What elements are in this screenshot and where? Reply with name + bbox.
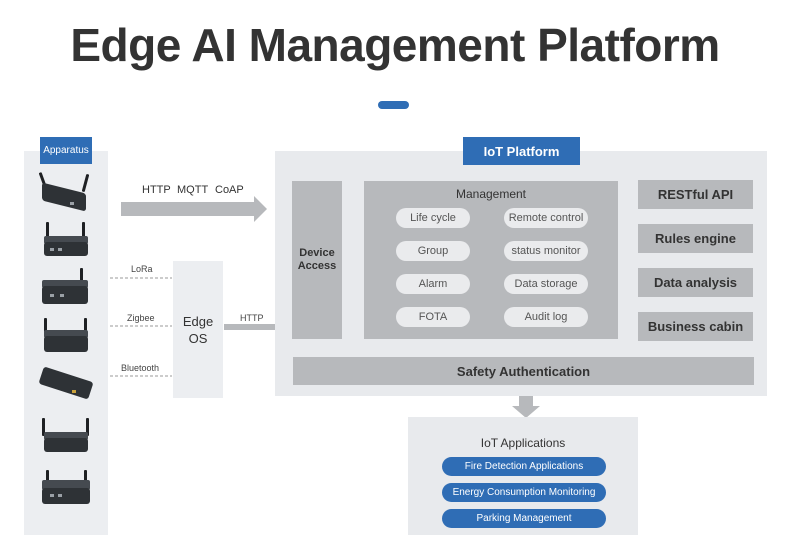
protocol-arrow xyxy=(121,196,267,222)
iot-platform-label: IoT Platform xyxy=(463,137,580,165)
zigbee-label: Zigbee xyxy=(127,313,155,323)
gateway-device-5 xyxy=(36,366,98,406)
service-business-cabin: Business cabin xyxy=(638,312,753,341)
page-title: Edge AI Management Platform xyxy=(70,19,720,71)
mgmt-item-data-storage: Data storage xyxy=(504,274,588,294)
mgmt-item-fota: FOTA xyxy=(396,307,470,327)
protocol-coap: CoAP xyxy=(215,184,244,196)
mgmt-item-remote-control: Remote control xyxy=(504,208,588,228)
down-arrow xyxy=(512,394,540,418)
app-fire-detection: Fire Detection Applications xyxy=(442,457,606,476)
iot-applications-title: IoT Applications xyxy=(480,436,566,450)
service-rules-engine: Rules engine xyxy=(638,224,753,253)
gateway-device-3 xyxy=(40,268,92,310)
title-underline xyxy=(378,101,409,109)
edge-os-line1: Edge xyxy=(182,313,214,329)
http-arrow xyxy=(224,320,285,334)
edge-os-box: Edge OS xyxy=(173,261,223,398)
gateway-device-1 xyxy=(38,172,92,216)
apparatus-label: Apparatus xyxy=(40,137,92,164)
gateway-device-2 xyxy=(40,222,92,262)
gateway-device-4 xyxy=(40,318,92,358)
device-access-box: Device Access xyxy=(292,181,342,339)
mgmt-item-alarm: Alarm xyxy=(396,274,470,294)
mgmt-item-group: Group xyxy=(396,241,470,261)
protocol-mqtt: MQTT xyxy=(177,184,209,196)
gateway-device-6 xyxy=(40,418,92,458)
app-energy-monitoring: Energy Consumption Monitoring xyxy=(442,483,606,502)
app-parking-management: Parking Management xyxy=(442,509,606,528)
http-label: HTTP xyxy=(240,313,264,323)
device-access-line2: Access xyxy=(297,260,337,272)
gateway-device-7 xyxy=(40,470,92,510)
bluetooth-label: Bluetooth xyxy=(121,363,160,373)
service-data-analysis: Data analysis xyxy=(638,268,753,297)
mgmt-item-status-monitor: status monitor xyxy=(504,241,588,261)
edge-os-line2: OS xyxy=(188,330,208,346)
lora-label: LoRa xyxy=(131,264,153,274)
mgmt-item-life-cycle: Life cycle xyxy=(396,208,470,228)
device-access-line1: Device xyxy=(299,247,335,259)
service-restful-api: RESTful API xyxy=(638,180,753,209)
mgmt-item-audit-log: Audit log xyxy=(504,307,588,327)
management-title: Management xyxy=(455,187,527,201)
safety-authentication-box: Safety Authentication xyxy=(293,357,754,385)
protocol-http: HTTP xyxy=(142,184,171,196)
